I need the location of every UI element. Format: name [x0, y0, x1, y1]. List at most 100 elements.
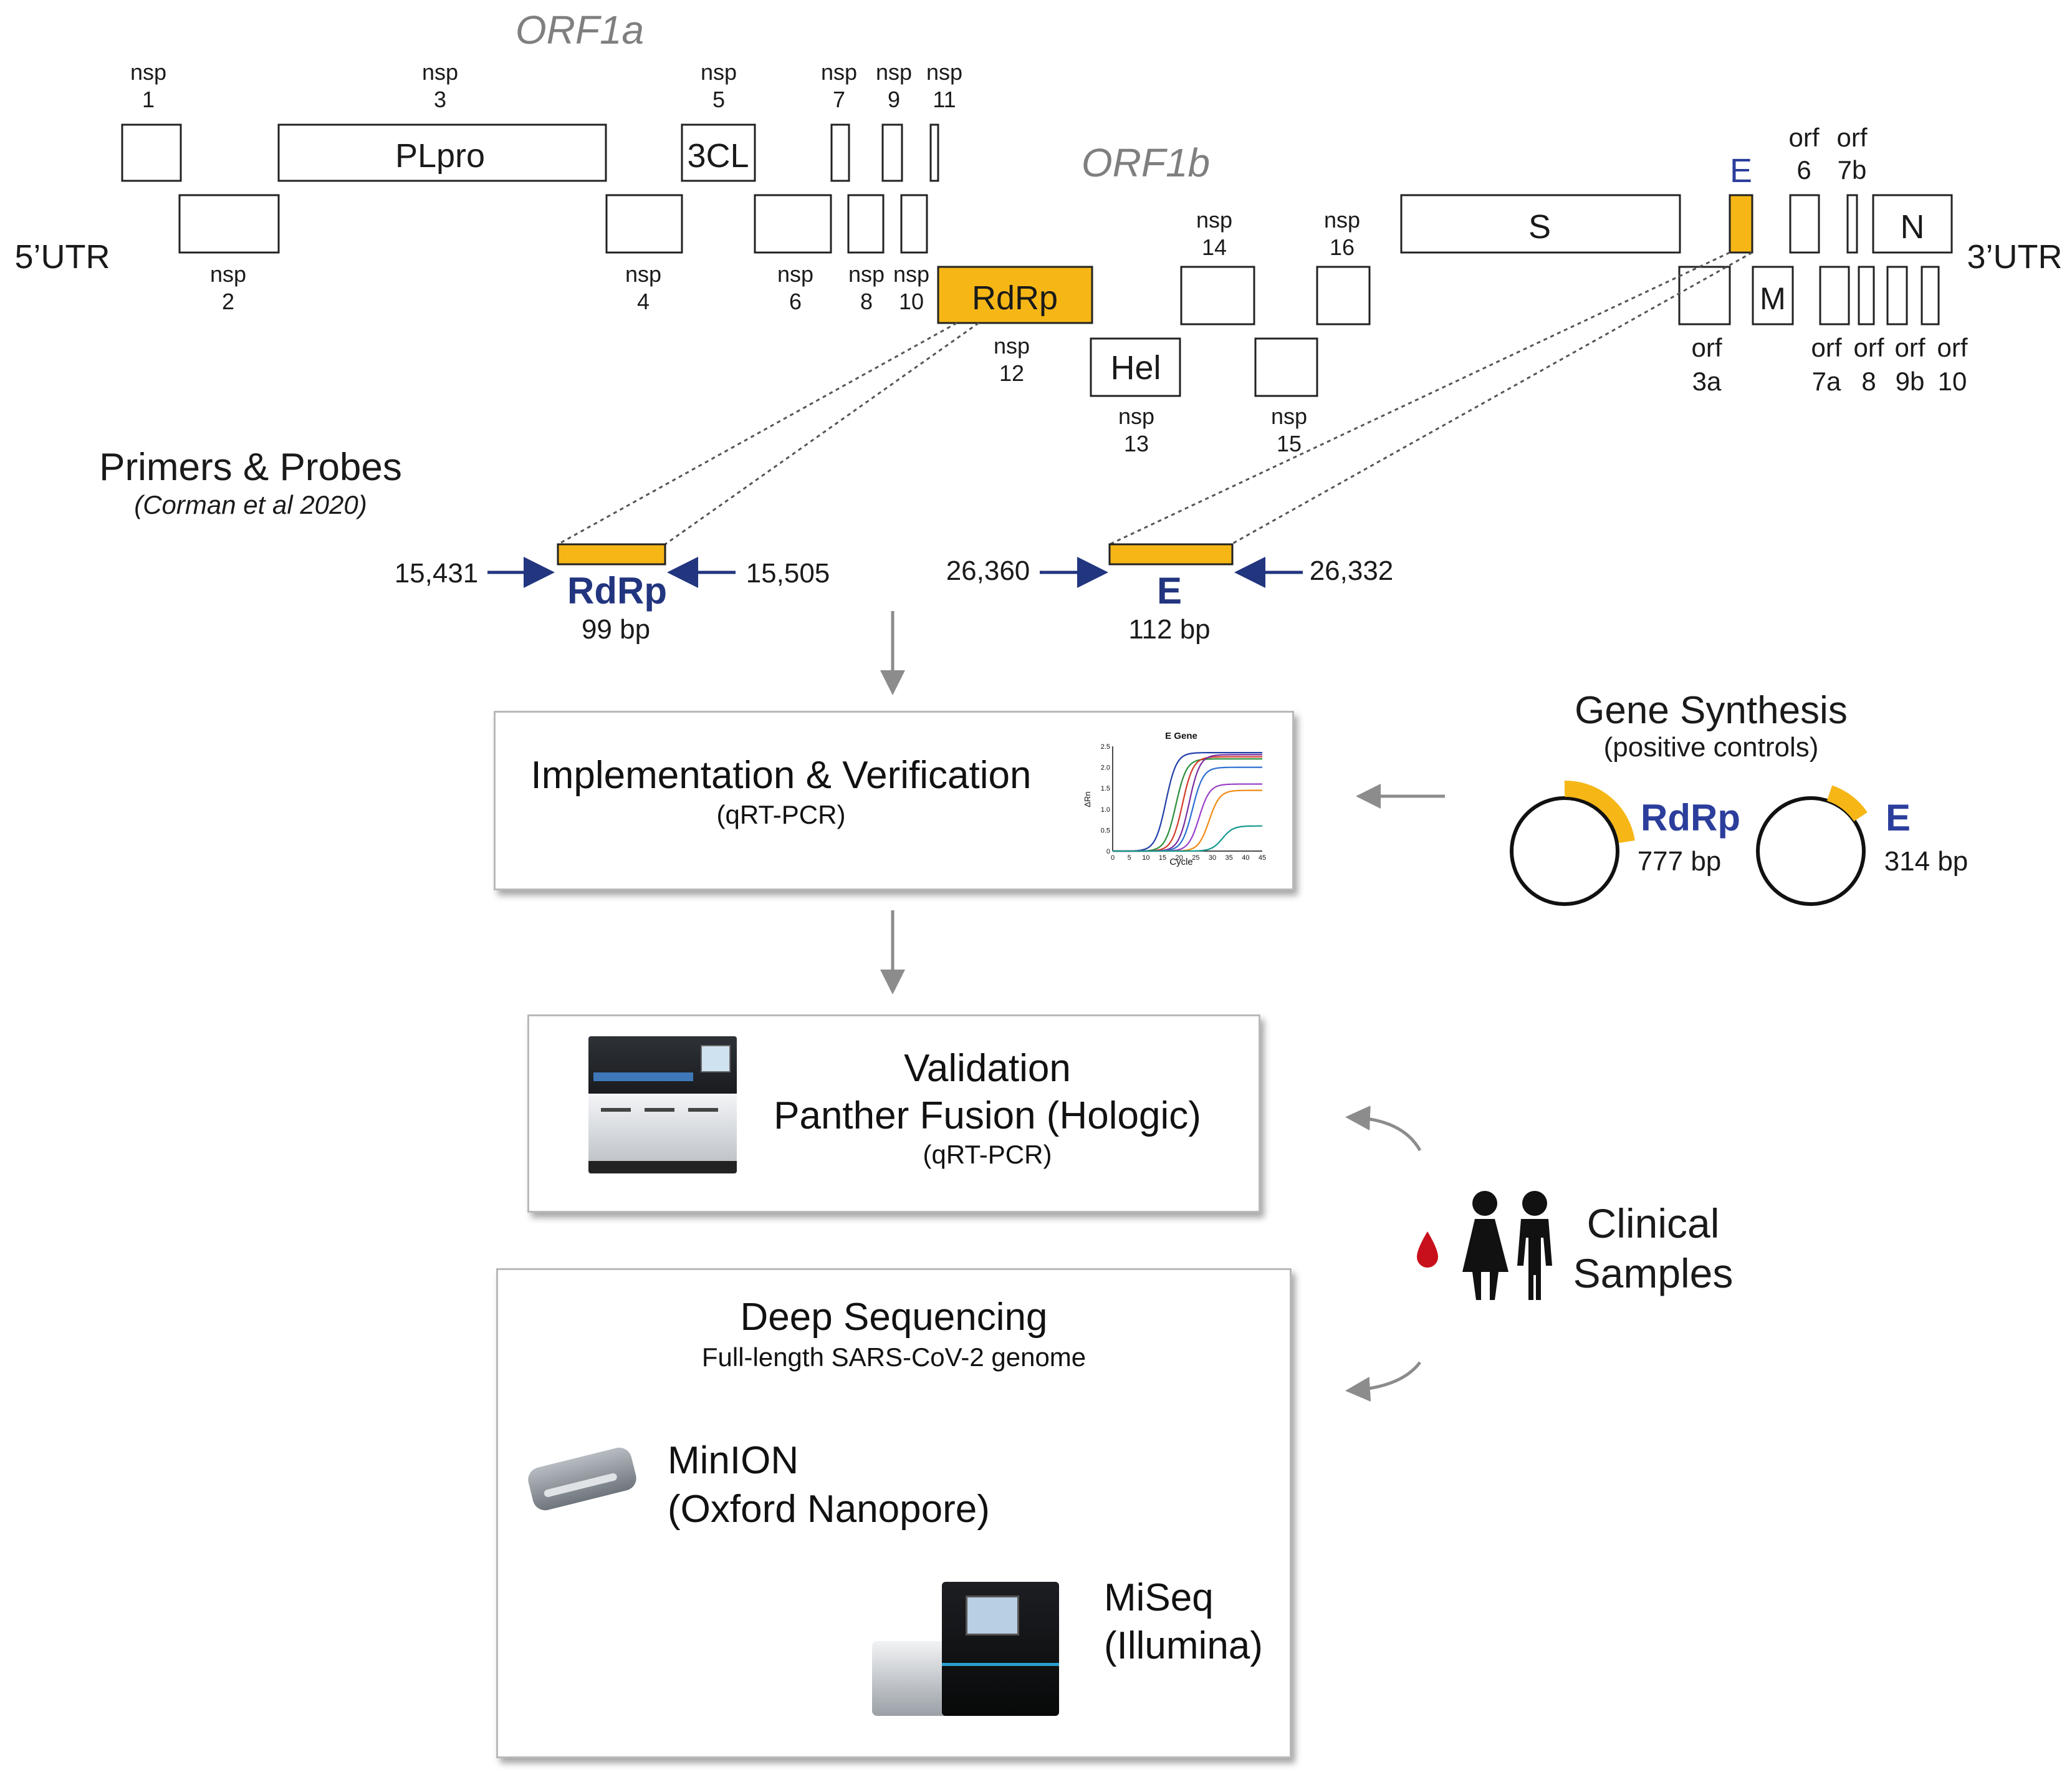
rdrp-plasmid-name: RdRp	[1641, 797, 1740, 839]
3cl-label: 3CL	[687, 137, 749, 175]
mini-y-tick: 2.0	[1101, 764, 1110, 772]
orf1b-label: ORF1b	[1082, 140, 1210, 185]
nsp14-box	[1180, 266, 1255, 325]
nsp-label: nsp	[893, 261, 929, 287]
nsp-label: nsp	[876, 59, 912, 85]
mini-chart-title: E Gene	[1165, 731, 1197, 741]
rdrp-amplicon-name: RdRp	[567, 570, 667, 612]
sequencing-subtitle: Full-length SARS-CoV-2 genome	[701, 1342, 1086, 1372]
rdrp-right-position: 15,505	[746, 558, 830, 589]
mini-x-tick: 10	[1142, 854, 1149, 862]
amplification-curve	[1113, 783, 1262, 852]
nsp8-box	[847, 194, 885, 254]
nsp-number: 1	[142, 87, 155, 112]
nsp-label: nsp	[1324, 207, 1360, 233]
orf-label: orf	[1836, 123, 1867, 152]
orf3a-box	[1678, 266, 1731, 325]
nsp-label: nsp	[625, 261, 661, 287]
sequencing-title: Deep Sequencing	[740, 1296, 1048, 1339]
3cl-box	[681, 123, 756, 182]
nsp-number: 15	[1277, 431, 1302, 456]
nsp-label: nsp	[1118, 403, 1154, 429]
orf-number: 7b	[1838, 155, 1867, 185]
nsp-number: 2	[222, 289, 234, 314]
mini-y-tick: 0	[1106, 848, 1110, 855]
m-label: M	[1760, 281, 1786, 316]
mini-x-tick: 40	[1242, 854, 1249, 862]
e-amplicon-bar	[1108, 543, 1234, 566]
mini-chart-ylabel: ΔRn	[1083, 791, 1092, 807]
miseq-line2: (Illumina)	[1104, 1624, 1263, 1667]
mini-x-tick: 35	[1225, 854, 1233, 862]
amplification-curve	[1113, 758, 1262, 852]
e-zoom-line-left	[1109, 251, 1730, 546]
implementation-panel: Implementation & Verification (qRT-PCR) …	[494, 711, 1294, 890]
orf-label: orf	[1937, 333, 1967, 362]
e-box	[1729, 194, 1753, 254]
nsp-top-labels: nsp 1 nsp 3 nsp 5 nsp 7 nsp 9 nsp 11	[130, 59, 962, 112]
nsp-number: 7	[833, 87, 845, 112]
people-icon	[1462, 1191, 1552, 1300]
e-plasmid-icon	[1756, 785, 1868, 906]
structural-genes	[1400, 194, 1953, 325]
rdrp-left-position: 15,431	[395, 558, 479, 589]
mini-y-tick: 1.5	[1101, 785, 1110, 792]
nsp9-box	[881, 123, 903, 182]
nsp-label: nsp	[1196, 207, 1232, 233]
nsp10-box	[900, 194, 928, 254]
nsp-number: 11	[933, 87, 956, 112]
orf-number: 3a	[1692, 367, 1722, 396]
orf-label: orf	[1788, 123, 1819, 152]
e-amplicon-name: E	[1157, 570, 1182, 612]
nsp-label: nsp	[926, 59, 962, 85]
validation-title: Validation	[904, 1047, 1071, 1090]
gene-synthesis-subtitle: (positive controls)	[1604, 732, 1819, 763]
nsp-number: 13	[1124, 431, 1149, 456]
primers-citation: (Corman et al 2020)	[134, 490, 367, 519]
validation-panel: Validation Panther Fusion (Hologic) (qRT…	[527, 1014, 1260, 1213]
orf6-box	[1789, 194, 1820, 254]
e-left-position: 26,360	[946, 556, 1030, 586]
orf-label: orf	[1691, 333, 1722, 362]
utr3-label: 3’UTR	[1967, 238, 2062, 276]
primers-title: Primers & Probes	[99, 446, 402, 489]
e-right-position: 26,332	[1310, 556, 1394, 586]
sequencing-panel: Deep Sequencing Full-length SARS-CoV-2 g…	[496, 1268, 1292, 1758]
orf1a-bottom-row	[178, 194, 928, 254]
implementation-subtitle: (qRT-PCR)	[716, 800, 846, 829]
nsp2-box	[178, 194, 280, 254]
s-box	[1400, 194, 1681, 254]
orf8-box	[1858, 266, 1875, 325]
plpro-label: PLpro	[395, 137, 485, 175]
e-plasmid-size: 314 bp	[1884, 846, 1969, 877]
blood-drop-icon	[1417, 1231, 1438, 1268]
orf1a-label: ORF1a	[516, 7, 644, 52]
mini-y-tick: 0.5	[1101, 827, 1110, 834]
nsp-number: 16	[1330, 234, 1355, 260]
nsp-number: 10	[899, 289, 924, 314]
minion-device-image	[525, 1445, 639, 1513]
curved-arrow-validation	[1345, 1105, 1422, 1152]
orf-number: 7a	[1812, 367, 1841, 396]
minion-line1: MinION	[668, 1439, 799, 1482]
s-label: S	[1528, 208, 1551, 246]
orf-label: orf	[1811, 333, 1841, 362]
validation-line2: Panther Fusion (Hologic)	[774, 1094, 1201, 1137]
e-gene-label: E	[1730, 152, 1752, 190]
e-amplicon-size: 112 bp	[1128, 614, 1210, 645]
orf-number: 8	[1861, 367, 1876, 396]
nsp6-box	[754, 194, 832, 254]
miseq-line1: MiSeq	[1104, 1576, 1214, 1619]
orf1b-boxes	[937, 266, 1371, 397]
nsp-label: nsp	[777, 261, 813, 287]
nsp-label: nsp	[848, 261, 885, 287]
nsp-number: 3	[434, 87, 446, 112]
nsp16-box	[1316, 266, 1371, 325]
nsp-label: nsp	[701, 59, 737, 85]
nsp-number: 5	[712, 87, 725, 112]
nsp-label: nsp	[994, 333, 1030, 359]
orf-number: 6	[1796, 155, 1811, 185]
rdrp-amplicon-size: 99 bp	[582, 614, 650, 645]
nsp-number: 8	[860, 289, 873, 314]
